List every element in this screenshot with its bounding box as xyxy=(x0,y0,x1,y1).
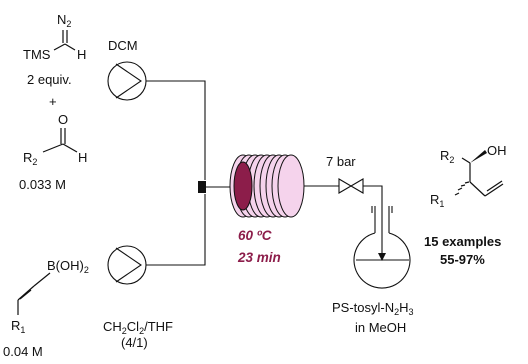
product-alkene-bond xyxy=(484,183,504,197)
t-mixer xyxy=(198,181,206,193)
back-pressure-regulator: 7 bar xyxy=(326,154,364,194)
bpr-left-triangle xyxy=(338,178,353,194)
aldehyde-h-bond xyxy=(62,143,78,153)
boronic-r-label: R1 xyxy=(11,318,25,335)
outlet-arrow xyxy=(378,253,386,261)
aldehyde-r-label: R2 xyxy=(23,150,37,167)
pump-bottom-solvent: CH2Cl2/THF xyxy=(103,319,173,336)
product-r2-bond xyxy=(461,157,471,164)
pump-top-arrow xyxy=(115,63,142,99)
bpr-right-triangle xyxy=(349,178,364,194)
product-hash-4 xyxy=(464,181,470,184)
plus-sign: + xyxy=(49,94,57,109)
aldehyde-conc-label: 0.033 M xyxy=(19,177,66,192)
boronic-b-c-bond xyxy=(33,272,51,287)
tubing-top xyxy=(146,80,206,180)
aldehyde-o-label: O xyxy=(58,112,68,127)
product-yield: 55-97% xyxy=(440,252,485,267)
diazo-h-bond xyxy=(64,43,76,51)
product-oh-label: OH xyxy=(487,143,507,158)
product-hash-3 xyxy=(460,184,466,187)
aldehyde-h-label: H xyxy=(78,150,87,165)
diazo-reagent: N2 TMS H 2 equiv. + xyxy=(23,12,86,109)
pump-top: DCM xyxy=(107,38,147,101)
product-hash-2 xyxy=(457,187,463,191)
tubing-to-flask xyxy=(363,185,383,206)
product-alkene-inner xyxy=(486,180,503,192)
diazo-tms-bond xyxy=(53,43,66,51)
tubing-bottom xyxy=(146,194,206,266)
boronic-acid-reagent: B(OH)2 R1 0.04 M xyxy=(3,258,89,359)
reactor-time: 23 min xyxy=(237,250,281,265)
product-structure: R2 OH R1 15 examples 55-97% xyxy=(424,143,507,267)
diazo-n2-label: N2 xyxy=(57,12,71,29)
diazo-equiv-label: 2 equiv. xyxy=(27,72,72,87)
coil-core xyxy=(233,161,253,211)
diazo-tms-label: TMS xyxy=(23,47,51,62)
pump-bottom-arrow xyxy=(115,247,142,283)
product-examples: 15 examples xyxy=(424,234,501,249)
product-oh-wedge xyxy=(470,150,487,163)
collection-flask: PS-tosyl-N2H3 in MeOH xyxy=(332,206,414,335)
product-hash-1 xyxy=(454,192,460,196)
coil-ring-9 xyxy=(277,154,305,218)
boronic-b-label: B(OH)2 xyxy=(47,258,89,275)
reactor-temperature: 60 ºC xyxy=(238,228,272,243)
flask-solvent: in MeOH xyxy=(355,320,406,335)
product-vinyl-bond xyxy=(469,181,486,197)
pump-bottom: CH2Cl2/THF (4/1) xyxy=(103,245,173,350)
pump-bottom-ratio: (4/1) xyxy=(121,335,148,350)
flask-reagent: PS-tosyl-N2H3 xyxy=(332,300,414,317)
product-r1-label: R1 xyxy=(430,192,444,209)
coil-reactor: 60 ºC 23 min xyxy=(229,154,305,265)
boronic-conc-label: 0.04 M xyxy=(3,344,43,359)
diazo-h-label: H xyxy=(77,47,86,62)
aldehyde-r-bond xyxy=(42,143,64,153)
product-r2-label: R2 xyxy=(440,148,454,165)
bpr-pressure: 7 bar xyxy=(326,154,356,169)
aldehyde-reagent: O R2 H 0.033 M xyxy=(19,112,87,192)
pump-top-solvent: DCM xyxy=(108,38,138,53)
vinyl-bond-main xyxy=(17,285,35,301)
vinyl-bond-inner xyxy=(19,289,32,300)
flask-bulb xyxy=(353,232,411,289)
